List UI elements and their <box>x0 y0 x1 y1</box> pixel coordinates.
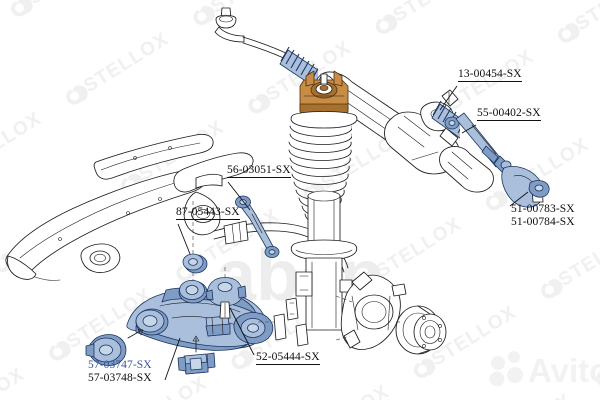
front-subframe <box>5 133 254 281</box>
knuckle-fasteners <box>258 297 309 347</box>
callout-text: 13-00454-SX <box>458 68 522 82</box>
stabilizer-link <box>235 195 280 258</box>
callout-text: 87-05443-SX <box>176 206 240 220</box>
callout-87-05443-sx: 87-05443-SX <box>176 206 240 220</box>
control-arm-front-bush <box>85 328 144 366</box>
lower-ball-joint <box>205 264 247 319</box>
callout-text-highlighted: 57-03747-SX <box>88 359 152 371</box>
callout-leader-lines <box>164 85 529 381</box>
callout-52-05444-sx: 52-05444-SX <box>256 351 320 365</box>
callout-13-00454-sx: 13-00454-SX <box>458 68 522 82</box>
callout-text: 56-03051-SX <box>227 164 291 178</box>
strut-assembly <box>288 70 358 331</box>
svg-text:Avito: Avito <box>528 352 600 389</box>
callout-text: 52-05444-SX <box>256 351 320 365</box>
control-arm-rear-bush <box>177 335 216 375</box>
callout-text: 51-00784-SX <box>511 215 575 228</box>
stabilizer-bar <box>213 220 349 273</box>
callout-text: 57-03748-SX <box>88 371 152 384</box>
steering-knuckle <box>335 271 407 350</box>
callout-57-03747-sx: 57-03747-SX 57-03748-SX <box>88 359 152 384</box>
callout-text: 55-00402-SX <box>477 107 541 121</box>
wheel-hub-bearing <box>395 305 447 355</box>
outer-tie-rod-end <box>493 155 550 208</box>
lower-control-arm <box>126 279 274 351</box>
callout-56-03051-sx: 56-03051-SX <box>227 164 291 178</box>
callout-text: 51-00783-SX <box>511 203 575 215</box>
callout-55-00402-sx: 55-00402-SX <box>477 107 541 121</box>
callout-51-00783-sx: 51-00783-SX 51-00784-SX <box>511 203 575 228</box>
